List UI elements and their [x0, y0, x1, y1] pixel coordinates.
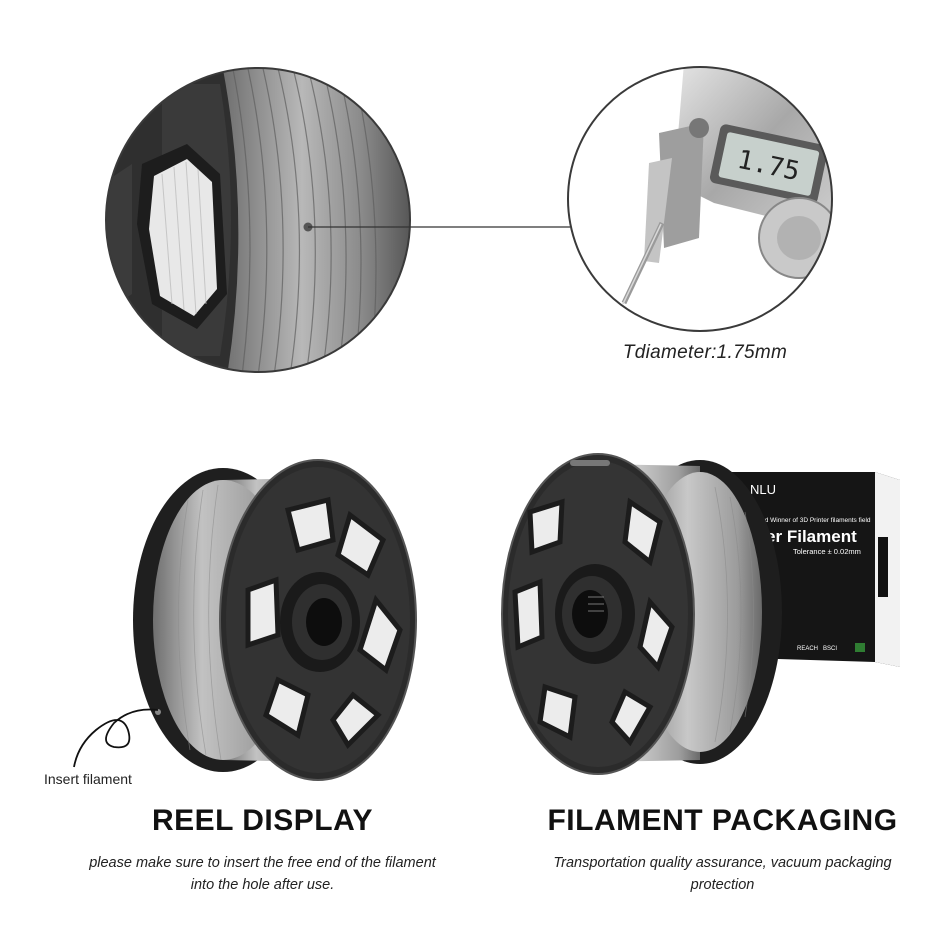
diameter-caption: Tdiameter:1.75mm [622, 342, 788, 363]
reel-spool-image [128, 450, 418, 790]
insert-filament-curl [66, 705, 166, 770]
box-product: nter Filament [750, 527, 857, 546]
packaging-spool-image [500, 442, 790, 787]
box-tolerance: Tolerance ± 0.02mm [793, 547, 861, 556]
box-cert-bsci: BSCI [823, 646, 837, 652]
box-brand: NLU [750, 482, 776, 497]
connector-line [300, 222, 570, 232]
reel-display-title: REEL DISPLAY [151, 804, 374, 837]
box-award: Award Winner of 3D Printer filaments fie… [750, 517, 871, 524]
insert-filament-label: Insert filament [44, 771, 132, 787]
spool-closeup-circle [102, 64, 414, 376]
filament-packaging-title: FILAMENT PACKAGING [547, 804, 898, 837]
box-cert-reach: REACH [797, 646, 818, 652]
filament-packaging-description: Transportation quality assurance, vacuum… [553, 855, 892, 893]
reel-display-description: please make sure to insert the free end … [89, 855, 436, 893]
caliper-closeup-circle: 1.75 [564, 63, 836, 335]
